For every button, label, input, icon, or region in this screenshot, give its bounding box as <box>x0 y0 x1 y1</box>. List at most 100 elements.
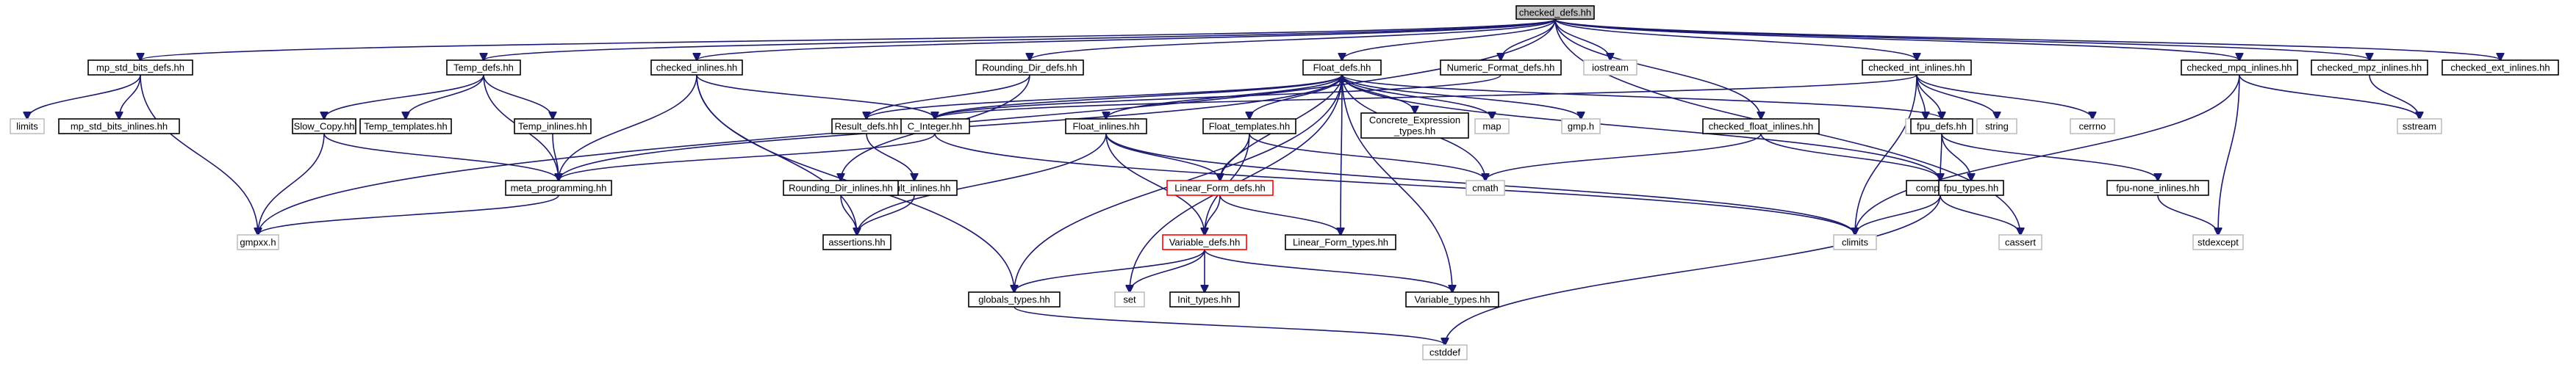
edge-checked_float_inlines-to-cmath <box>1485 133 1762 181</box>
node-box-limits <box>10 118 45 134</box>
node-Variable_defs[interactable]: Variable_defs.hh <box>1162 234 1247 250</box>
node-globals_types[interactable]: globals_types.hh <box>968 291 1061 308</box>
edge-checked_int_inlines-to-climits <box>1855 74 1917 235</box>
node-climits: climits <box>1833 234 1877 250</box>
node-checked_float_inlines[interactable]: checked_float_inlines.hh <box>1702 118 1820 134</box>
node-label-Result_defs: Result_defs.hh <box>835 121 899 132</box>
node-box-gmpxx <box>237 234 279 250</box>
edge-checked_inlines-to-meta_programming <box>559 74 697 181</box>
node-Concrete_Expression_types[interactable]: Concrete_Expression_types.hh <box>1360 112 1469 139</box>
edge-mp_std_bits_defs-to-gmpxx <box>140 74 258 235</box>
node-fpu_none_inlines[interactable]: fpu-none_inlines.hh <box>2106 180 2209 196</box>
edge-Slow_Copy-to-meta_programming <box>323 133 559 181</box>
edge-Result_defs-to-Result_inlines <box>866 133 914 181</box>
node-Slow_Copy[interactable]: Slow_Copy.hh <box>292 118 356 134</box>
node-Result_defs[interactable]: Result_defs.hh <box>831 118 902 134</box>
node-box-checked_float_inlines <box>1702 118 1820 134</box>
node-meta_programming[interactable]: meta_programming.hh <box>505 180 612 196</box>
node-label-Linear_Form_types: Linear_Form_types.hh <box>1293 237 1388 248</box>
node-limits: limits <box>10 118 45 134</box>
edge-fpu_defs-to-fpu_none_inlines <box>1941 133 2158 181</box>
node-box-Concrete_Expression_types <box>1360 112 1469 139</box>
node-Linear_Form_defs[interactable]: Linear_Form_defs.hh <box>1166 180 1274 196</box>
node-label-globals_types: globals_types.hh <box>978 294 1050 305</box>
edge-Float_inlines-to-Linear_Form_defs <box>1105 133 1220 181</box>
node-box-Temp_defs <box>446 59 521 76</box>
node-checked_inlines[interactable]: checked_inlines.hh <box>650 59 743 76</box>
node-label-checked_defs: checked_defs.hh <box>1519 7 1591 18</box>
node-checked_ext_inlines[interactable]: checked_ext_inlines.hh <box>2442 59 2559 76</box>
node-label-assertions: assertions.hh <box>828 237 885 248</box>
node-box-Init_types <box>1169 291 1240 308</box>
node-checked_defs[interactable]: checked_defs.hh <box>1515 5 1595 20</box>
node-Float_inlines[interactable]: Float_inlines.hh <box>1065 118 1147 134</box>
node-label-gmpxx: gmpxx.h <box>240 237 276 248</box>
node-Rounding_Dir_inlines[interactable]: Rounding_Dir_inlines.hh <box>783 180 899 196</box>
node-box-mp_std_bits_defs <box>87 59 193 76</box>
edge-checked_defs-to-mp_std_bits_defs <box>140 18 1556 60</box>
node-C_Integer[interactable]: C_Integer.hh <box>900 118 970 134</box>
edge-fpu_defs-to-fpu_types <box>1941 133 1971 181</box>
node-label-Temp_defs: Temp_defs.hh <box>453 62 514 73</box>
node-label-gmp: gmp.h <box>1568 121 1594 132</box>
node-box-Slow_Copy <box>292 118 356 134</box>
node-label-sstream: sstream <box>2403 121 2436 132</box>
node-box-Rounding_Dir_inlines <box>783 180 899 196</box>
node-fpu_types[interactable]: fpu_types.hh <box>1938 180 2004 196</box>
edge-Float_defs-to-Variable_types <box>1341 74 1452 292</box>
node-Rounding_Dir_defs[interactable]: Rounding_Dir_defs.hh <box>975 59 1084 76</box>
node-Float_templates[interactable]: Float_templates.hh <box>1202 118 1296 134</box>
node-box-Temp_templates <box>359 118 452 134</box>
node-label-Temp_templates: Temp_templates.hh <box>364 121 447 132</box>
node-label-set: set <box>1123 294 1136 305</box>
node-Numeric_Format_defs[interactable]: Numeric_Format_defs.hh <box>1440 59 1562 76</box>
node-sstream: sstream <box>2397 118 2442 134</box>
edge-checked_defs-to-checked_mpz_inlines <box>1554 18 2369 60</box>
node-box-map <box>1474 118 1510 134</box>
edge-Float_defs-to-gmp <box>1341 74 1581 119</box>
node-mp_std_bits_inlines[interactable]: mp_std_bits_inlines.hh <box>58 118 180 134</box>
node-assertions[interactable]: assertions.hh <box>822 234 891 250</box>
node-cstddef: cstddef <box>1422 344 1468 360</box>
node-box-Variable_defs <box>1162 234 1247 250</box>
edge-checked_defs-to-checked_inlines <box>697 18 1556 60</box>
node-Temp_defs[interactable]: Temp_defs.hh <box>446 59 521 76</box>
node-label-cmath: cmath <box>1472 183 1498 194</box>
node-Init_types[interactable]: Init_types.hh <box>1169 291 1240 308</box>
node-map: map <box>1474 118 1510 134</box>
node-Float_defs[interactable]: Float_defs.hh <box>1302 59 1382 76</box>
node-label-checked_int_inlines: checked_int_inlines.hh <box>1868 62 1965 73</box>
node-box-checked_ext_inlines <box>2442 59 2559 76</box>
node-fpu_defs[interactable]: fpu_defs.hh <box>1910 118 1973 134</box>
node-checked_int_inlines[interactable]: checked_int_inlines.hh <box>1862 59 1972 76</box>
node-box-fpu_types <box>1938 180 2004 196</box>
node-box-fpu_defs <box>1910 118 1973 134</box>
edge-compiler-to-cassert <box>1940 195 2020 235</box>
node-label-Linear_Form_defs: Linear_Form_defs.hh <box>1174 183 1266 194</box>
edge-Float_inlines-to-assertions <box>857 133 1107 235</box>
node-label-Rounding_Dir_defs: Rounding_Dir_defs.hh <box>982 62 1077 73</box>
edge-Float_defs-to-Concrete_Expression_types <box>1341 74 1415 113</box>
node-label-checked_float_inlines: checked_float_inlines.hh <box>1709 121 1813 132</box>
node-Temp_templates[interactable]: Temp_templates.hh <box>359 118 452 134</box>
edge-Rounding_Dir_inlines-to-assertions <box>840 195 857 235</box>
edge-checked_defs-to-checked_int_inlines <box>1554 18 1917 60</box>
node-Linear_Form_types[interactable]: Linear_Form_types.hh <box>1285 234 1396 250</box>
node-label-Variable_types: Variable_types.hh <box>1414 294 1490 305</box>
edge-Temp_defs-to-Slow_Copy <box>324 74 484 119</box>
node-label-C_Integer: C_Integer.hh <box>908 121 962 132</box>
node-label-Variable_defs: Variable_defs.hh <box>1169 237 1241 248</box>
node-box-sstream <box>2397 118 2442 134</box>
edge-mp_std_bits_defs-to-limits <box>27 74 141 119</box>
node-label-checked_mpz_inlines: checked_mpz_inlines.hh <box>2317 62 2422 73</box>
node-label-Rounding_Dir_inlines: Rounding_Dir_inlines.hh <box>789 183 893 194</box>
edge-Float_inlines-to-Variable_defs <box>1105 133 1205 235</box>
node-checked_mpz_inlines[interactable]: checked_mpz_inlines.hh <box>2311 59 2428 76</box>
node-checked_mpq_inlines[interactable]: checked_mpq_inlines.hh <box>2181 59 2298 76</box>
node-mp_std_bits_defs[interactable]: mp_std_bits_defs.hh <box>87 59 193 76</box>
node-string: string <box>1976 118 2017 134</box>
node-Variable_types[interactable]: Variable_types.hh <box>1405 291 1499 308</box>
node-Temp_inlines[interactable]: Temp_inlines.hh <box>514 118 592 134</box>
edge-checked_defs-to-checked_ext_inlines <box>1554 18 2500 60</box>
node-box-assertions <box>822 234 891 250</box>
